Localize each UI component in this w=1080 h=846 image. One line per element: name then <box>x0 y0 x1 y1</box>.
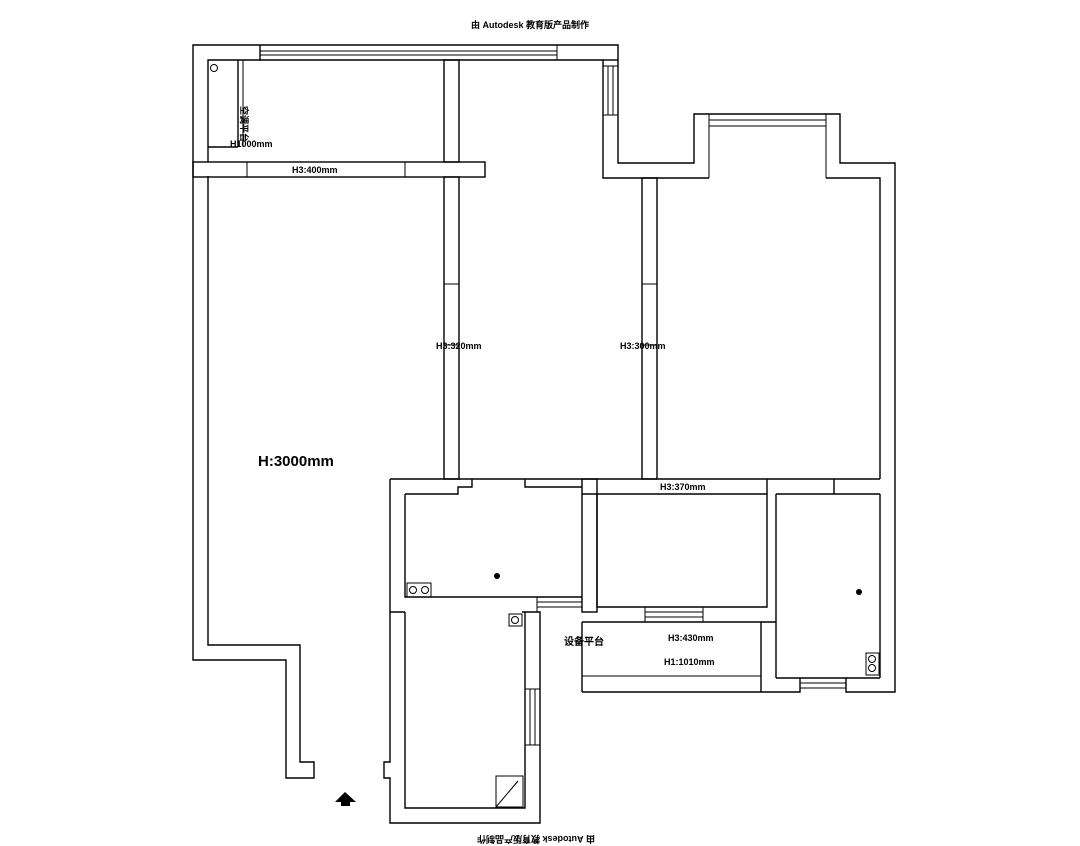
water-heater-icon <box>865 652 880 676</box>
h3-430-label: H3:430mm <box>668 633 714 643</box>
h3-370-label: H3:370mm <box>660 482 706 492</box>
h1-1010-label: H1:1010mm <box>664 657 715 667</box>
main-height-label: H:3000mm <box>258 453 334 470</box>
drain-icon <box>210 64 218 72</box>
stove-icon <box>406 582 432 598</box>
h3-300-label: H3:300mm <box>620 341 666 351</box>
h3-320-label: H3:320mm <box>436 341 482 351</box>
washbasin-icon <box>508 613 523 627</box>
door-swing-icon <box>495 775 524 808</box>
floor-drain-icon <box>494 573 500 579</box>
fixtures <box>210 64 880 808</box>
vertical-note-label: 空调平台 <box>239 106 250 142</box>
h1000-label: H1000mm <box>230 139 273 149</box>
interior-walls <box>192 59 881 824</box>
entry-arrow-icon <box>335 792 356 806</box>
equipment-platform-label: 设备平台 <box>564 635 604 648</box>
floor-drain-icon <box>856 589 862 595</box>
watermark-bottom: 由 Autodesk 教育版产品制作 <box>477 834 595 845</box>
h3-400-label: H3:400mm <box>292 165 338 175</box>
watermark-top: 由 Autodesk 教育版产品制作 <box>471 19 589 30</box>
outer-walls <box>192 44 896 779</box>
